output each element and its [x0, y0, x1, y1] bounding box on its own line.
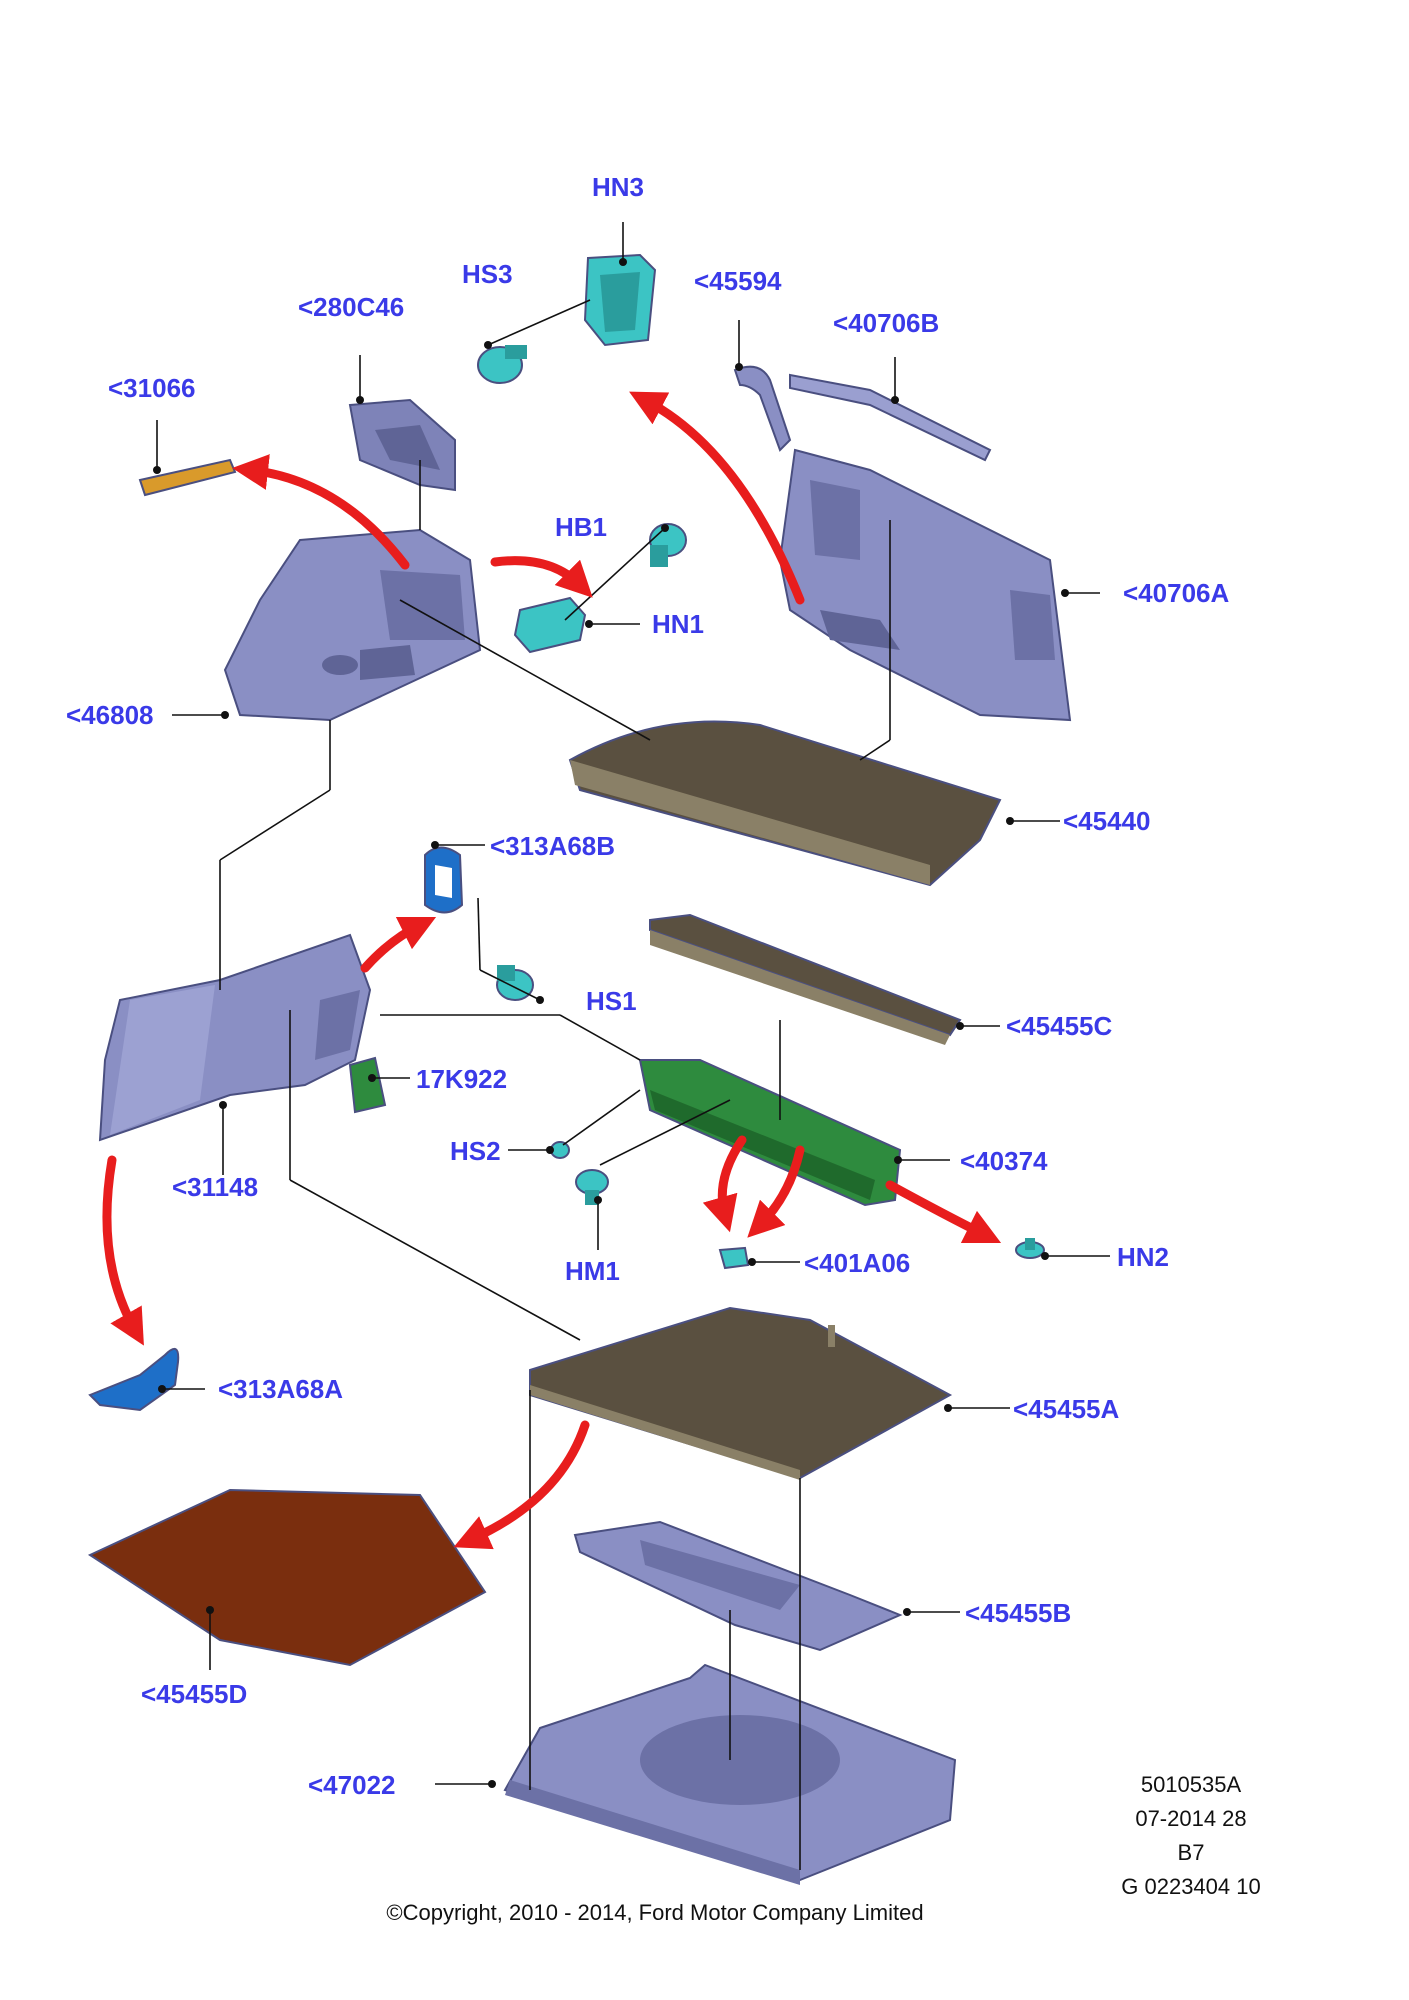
arrow-to-hn2	[885, 1180, 1002, 1244]
label-280c46: <280C46	[298, 292, 404, 322]
arrow-to-401a06-a	[702, 1135, 747, 1233]
label-hb1: HB1	[555, 512, 607, 542]
part-hm1-pin	[575, 1169, 609, 1205]
part-313a68a-hook	[88, 1347, 180, 1412]
label-40706b: <40706B	[833, 308, 939, 338]
label-45455a: <45455A	[1013, 1394, 1119, 1424]
arrow-to-hn3	[629, 391, 805, 605]
meta-line-4: G 0223404 10	[1121, 1874, 1260, 1899]
label-45594: <45594	[694, 266, 782, 296]
label-313a68b: <313A68B	[490, 831, 615, 861]
label-hs2: HS2	[450, 1136, 501, 1166]
assembly-arrows	[102, 391, 1002, 1550]
part-45455b-tray	[573, 1520, 903, 1652]
label-40374: <40374	[960, 1146, 1048, 1176]
label-45455b: <45455B	[965, 1598, 1071, 1628]
label-45455d: <45455D	[141, 1679, 247, 1709]
part-hn3-bracket	[583, 253, 657, 347]
part-47022-wheel-well	[503, 1663, 957, 1885]
part-45594-strip	[733, 365, 792, 452]
label-40706a: <40706A	[1123, 578, 1229, 608]
leader-dots	[153, 258, 1069, 1788]
part-46808-side-trim	[223, 528, 482, 722]
part-hn2-pin	[1015, 1238, 1045, 1259]
part-labels: HN3 HS3 <45594 <40706B <280C46 <31066 HB…	[66, 172, 1229, 1800]
label-45455c: <45455C	[1006, 1011, 1112, 1041]
arrow-to-313a68a	[102, 1155, 144, 1346]
part-31066	[138, 458, 237, 497]
label-hs1: HS1	[586, 986, 637, 1016]
part-17k922	[348, 1056, 387, 1114]
part-hn1-clip	[513, 596, 587, 654]
diagram-meta: 5010535A 07-2014 28 B7 G 0223404 10 ©Cop…	[386, 1772, 1260, 1925]
label-46808: <46808	[66, 700, 153, 730]
part-31148-lower-trim	[98, 933, 372, 1142]
label-45440: <45440	[1063, 806, 1150, 836]
meta-line-1: 5010535A	[1141, 1772, 1242, 1797]
arrow-to-hn1	[490, 556, 593, 598]
label-47022: <47022	[308, 1770, 395, 1800]
part-40706a-tailgate-trim	[778, 448, 1072, 722]
part-401a06-clip	[718, 1246, 750, 1270]
part-45455d-mat	[87, 1488, 487, 1667]
label-hs3: HS3	[462, 259, 513, 289]
part-45455a-floor-board	[529, 1306, 953, 1480]
leader-lines	[156, 222, 1110, 1870]
label-31066: <31066	[108, 373, 195, 403]
label-313a68a: <313A68A	[218, 1374, 343, 1404]
part-40374-scuff-plate	[638, 1059, 902, 1207]
arrow-to-313a68b	[360, 916, 437, 973]
label-31148: <31148	[172, 1172, 258, 1202]
part-45455c-shelf	[649, 913, 962, 1045]
part-40706b-strip	[789, 373, 992, 462]
label-401a06: <401A06	[804, 1248, 910, 1278]
arrow-to-401a06-b	[747, 1145, 805, 1238]
copyright: ©Copyright, 2010 - 2014, Ford Motor Comp…	[386, 1900, 923, 1925]
part-313a68b-hook	[424, 846, 464, 914]
arrow-to-45455d	[453, 1420, 590, 1550]
label-hn1: HN1	[652, 609, 704, 639]
label-17k922: 17K922	[416, 1064, 507, 1094]
part-hs1-screw	[496, 965, 534, 1001]
label-hn3: HN3	[592, 172, 644, 202]
meta-line-2: 07-2014 28	[1135, 1806, 1246, 1831]
arrow-to-31066	[232, 454, 410, 570]
part-hs3-screw	[477, 345, 527, 384]
part-hb1-bolt	[649, 523, 687, 567]
label-hm1: HM1	[565, 1256, 620, 1286]
meta-line-3: B7	[1178, 1840, 1205, 1865]
part-45440-luggage-cover	[568, 720, 1002, 887]
label-hn2: HN2	[1117, 1242, 1169, 1272]
part-280c46	[348, 398, 456, 492]
